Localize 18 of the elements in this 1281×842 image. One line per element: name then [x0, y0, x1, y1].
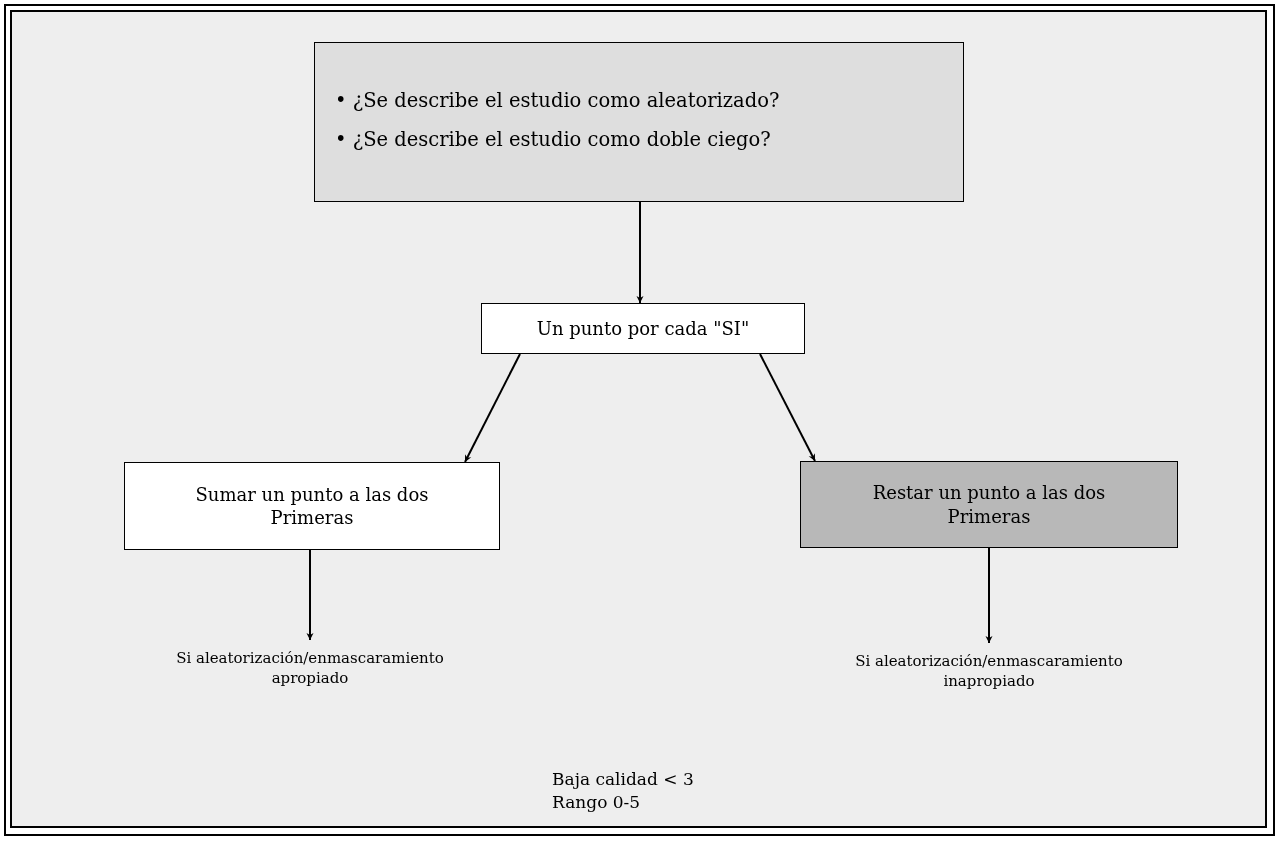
outcome-text: Si aleatorización/enmascaramiento apropiado	[175, 647, 445, 689]
arrow	[636, 201, 644, 304]
arrow	[759, 353, 816, 462]
box-text: Un punto por cada "SI"	[536, 316, 750, 341]
process-box	[481, 303, 805, 354]
question-text: • ¿Se describe el estudio como aleatorizado?	[335, 89, 780, 112]
arrow	[306, 549, 314, 641]
process-box	[124, 462, 500, 550]
question-box	[314, 42, 964, 202]
note-text: Rango 0-5	[552, 791, 641, 814]
outcome-text: Si aleatorización/enmascaramiento inapropiado	[854, 650, 1124, 692]
question-text: • ¿Se describe el estudio como doble ciego?	[335, 128, 772, 151]
note-text: Baja calidad < 3	[552, 768, 694, 791]
arrow	[985, 547, 993, 644]
arrow	[464, 353, 521, 463]
box-text: Sumar un punto a las dos Primeras	[194, 482, 430, 530]
box-text: Restar un punto a las dos Primeras	[871, 481, 1107, 528]
process-box	[800, 461, 1178, 548]
